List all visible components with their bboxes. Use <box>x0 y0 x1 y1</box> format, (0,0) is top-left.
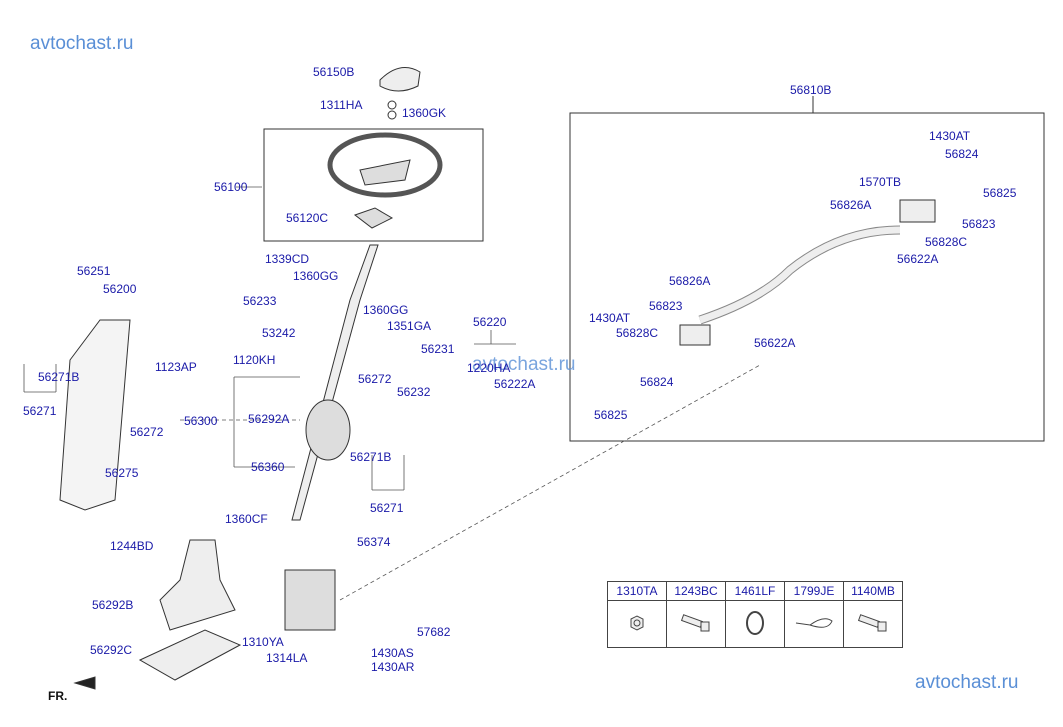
part-label[interactable]: 1351GA <box>387 319 432 333</box>
part-label[interactable]: 56826A <box>669 274 711 288</box>
part-label[interactable]: 56824 <box>945 147 979 161</box>
part-label[interactable]: 1360GK <box>402 106 447 120</box>
part-label[interactable]: 56828C <box>616 326 659 340</box>
front-arrow-icon <box>73 676 96 690</box>
watermark: avtochast.ru <box>915 672 1019 693</box>
part-label[interactable]: 1311HA <box>320 98 363 112</box>
part-label[interactable]: 1570TB <box>859 175 902 189</box>
part-label[interactable]: 56272 <box>130 425 164 439</box>
part-label[interactable]: 1360CF <box>225 512 268 526</box>
part-label[interactable]: 56622A <box>754 336 796 350</box>
part-label[interactable]: 53242 <box>262 326 296 340</box>
part-label[interactable]: 56200 <box>103 282 137 296</box>
part-label[interactable]: 56232 <box>397 385 431 399</box>
part-label[interactable]: 56120C <box>286 211 329 225</box>
steering-gearbox <box>284 569 336 631</box>
part-label[interactable]: 56272 <box>358 372 392 386</box>
bolt-icon <box>857 613 887 631</box>
part-label[interactable]: 56275 <box>105 466 139 480</box>
table-header[interactable]: 1799JE <box>784 581 844 601</box>
part-label[interactable]: 1314LA <box>266 651 308 665</box>
table-header[interactable]: 1140MB <box>843 581 903 601</box>
part-label[interactable]: 56231 <box>421 342 455 356</box>
part-label[interactable]: 56251 <box>77 264 111 278</box>
part-label[interactable]: 1360GG <box>363 303 409 317</box>
part-label[interactable]: 56220 <box>473 315 507 329</box>
part-label[interactable]: 56828C <box>925 235 968 249</box>
part-label[interactable]: 56271B <box>350 450 392 464</box>
part-label[interactable]: 56233 <box>243 294 277 308</box>
lever-bracket <box>59 319 131 511</box>
part-label[interactable]: 56292B <box>92 598 134 612</box>
part-label[interactable]: 1360GG <box>293 269 339 283</box>
part-label[interactable]: 56360 <box>251 460 285 474</box>
part-label[interactable]: 56826A <box>830 198 872 212</box>
part-label[interactable]: 56374 <box>357 535 391 549</box>
watermark: avtochast.ru <box>472 354 576 375</box>
part-label[interactable]: 1220HA <box>467 361 511 375</box>
part-label[interactable]: 56150B <box>313 65 355 79</box>
part-label[interactable]: 1120KH <box>233 353 276 367</box>
part-label[interactable]: 56292C <box>90 643 133 657</box>
part-label[interactable]: 56100 <box>214 180 248 194</box>
part-label[interactable]: 56292A <box>248 412 290 426</box>
ring-icon <box>746 610 764 635</box>
part-label[interactable]: 56823 <box>649 299 683 313</box>
part-label[interactable]: 1123AP <box>155 360 197 374</box>
steering-wheel <box>327 132 443 198</box>
watermark: avtochast.ru <box>30 33 134 54</box>
part-label[interactable]: 56222A <box>494 377 536 391</box>
group-label: 56810B <box>790 83 832 97</box>
nut-icon <box>630 614 644 631</box>
part-label[interactable]: 1310YA <box>242 635 284 649</box>
part-label[interactable]: 56300 <box>184 414 218 428</box>
table-header[interactable]: 1461LF <box>725 581 785 601</box>
part-label[interactable]: 56271 <box>23 404 57 418</box>
shift-boot <box>159 539 236 631</box>
horn-pad <box>379 67 421 92</box>
part-label[interactable]: 56271 <box>370 501 404 515</box>
part-label[interactable]: 1430AR <box>371 660 415 674</box>
part-label[interactable]: 1244BD <box>110 539 154 553</box>
table-header[interactable]: 1310TA <box>607 581 667 601</box>
part-label[interactable]: 1430AT <box>929 129 971 143</box>
part-label[interactable]: 56271B <box>38 370 80 384</box>
part-label[interactable]: 1430AT <box>589 311 631 325</box>
part-label[interactable]: 56824 <box>640 375 674 389</box>
table-header[interactable]: 1243BC <box>666 581 726 601</box>
part-label[interactable]: 56825 <box>594 408 628 422</box>
steering-wheel-box <box>263 128 484 242</box>
part-label[interactable]: 56622A <box>897 252 939 266</box>
bolt-icon <box>680 613 710 631</box>
front-direction-label: FR. <box>48 689 68 703</box>
part-label[interactable]: 57682 <box>417 625 451 639</box>
part-label[interactable]: 56823 <box>962 217 996 231</box>
part-label[interactable]: 1339CD <box>265 252 310 266</box>
cable-group-box <box>569 112 1045 442</box>
part-label[interactable]: 56825 <box>983 186 1017 200</box>
part-label[interactable]: 1430AS <box>371 646 414 660</box>
cable-tie-icon <box>795 617 833 628</box>
common-parts-table: 1310TA 1243BC 1461LF 1799JE 1140MB <box>607 581 903 648</box>
